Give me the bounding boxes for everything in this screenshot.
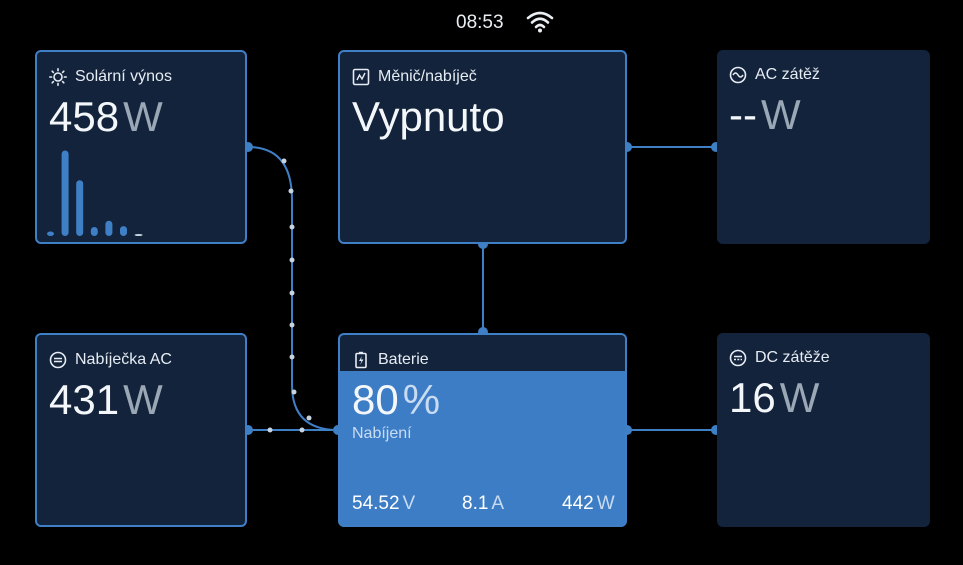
card-title: DC zátěže <box>755 349 830 366</box>
battery-current-value: 8.1 <box>462 493 489 514</box>
battery-power-unit: W <box>596 493 615 514</box>
dc-icon <box>729 349 747 367</box>
ac-charger-readout: 431W <box>49 377 163 423</box>
sine-wave-icon <box>729 66 747 84</box>
solar-history-bar <box>47 231 54 236</box>
battery-power-value: 442 <box>562 493 594 514</box>
solar-history-chart <box>47 150 143 236</box>
status-bar: 08:53 <box>0 10 963 36</box>
card-title: Baterie <box>378 351 429 368</box>
solar-history-bar <box>120 226 127 236</box>
ac-load-card[interactable]: AC zátěž --W <box>717 50 930 244</box>
solar-history-bar <box>90 227 98 236</box>
dc-load-card[interactable]: DC zátěže 16W <box>717 333 930 527</box>
battery-state: Nabíjení <box>352 425 412 442</box>
dc-load-readout: 16W <box>729 375 819 421</box>
clock: 08:53 <box>456 12 504 33</box>
ac-charger-card[interactable]: Nabíječka AC 431W <box>35 333 247 527</box>
solar-history-bar <box>76 180 84 236</box>
dc-load-unit: W <box>779 374 820 421</box>
dc-load-value: 16 <box>729 374 776 421</box>
card-title: Nabíječka AC <box>75 351 172 368</box>
inverter-icon <box>352 68 370 86</box>
battery-soc-unit: % <box>402 376 441 423</box>
inverter-state: Vypnuto <box>352 93 505 140</box>
ac-input-icon <box>49 351 67 369</box>
battery-soc-value: 80 <box>352 376 399 423</box>
inverter-charger-card[interactable]: Měnič/nabíječ Vypnuto <box>338 50 627 244</box>
battery-voltage-unit: V <box>402 493 416 514</box>
card-title: Měnič/nabíječ <box>378 68 477 85</box>
card-title: AC zátěž <box>755 66 820 83</box>
solar-history-bar <box>61 150 69 236</box>
flow-dots <box>267 158 312 433</box>
ac-load-readout: --W <box>729 92 801 138</box>
ac-charger-value: 431 <box>49 376 120 423</box>
ac-charger-unit: W <box>123 376 163 423</box>
battery-charging-icon <box>355 351 367 369</box>
solar-power-readout: 458W <box>49 94 163 140</box>
wifi-icon <box>526 11 554 33</box>
ac-load-unit: W <box>760 91 801 138</box>
card-title: Solární výnos <box>75 68 172 85</box>
battery-voltage-value: 54.52 <box>352 493 400 514</box>
solar-history-bar <box>134 234 143 236</box>
solar-history-bar <box>105 220 113 236</box>
solar-power-value: 458 <box>49 93 120 140</box>
battery-current-unit: A <box>491 493 505 514</box>
ac-load-value: -- <box>729 91 757 138</box>
battery-soc-readout: 80% <box>352 377 440 423</box>
solar-power-unit: W <box>123 93 163 140</box>
sun-icon <box>49 68 67 86</box>
solar-yield-card[interactable]: Solární výnos 458W <box>35 50 247 244</box>
